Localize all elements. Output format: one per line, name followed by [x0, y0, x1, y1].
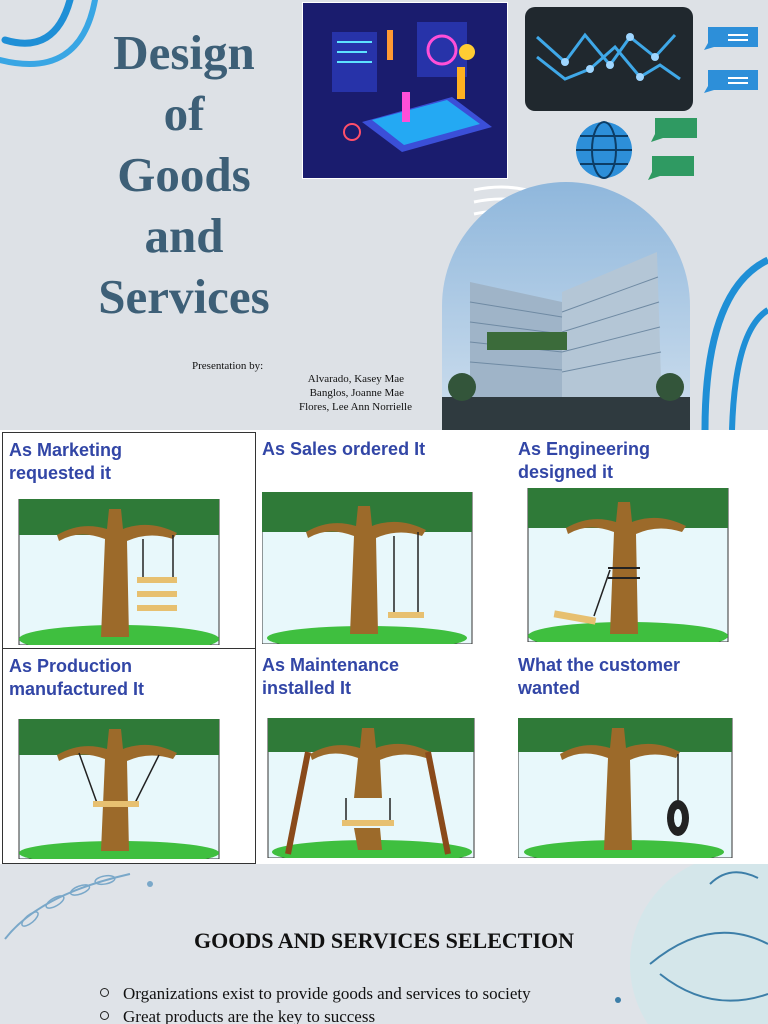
panel-caption-line: manufactured It	[9, 679, 145, 699]
line-chart-graphic	[525, 7, 693, 111]
cartoon-panel: As Maintenance installed It	[256, 648, 508, 862]
technology-illustration	[302, 2, 508, 179]
content-slide: GOODS AND SERVICES SELECTION Organizatio…	[0, 864, 768, 1024]
tree-swing-cartoon: As Marketing requested it As Sales order…	[0, 430, 768, 864]
title-slide: Design of Goods and Services Presentatio…	[0, 0, 768, 430]
bullet-item: Great products are the key to success	[100, 1007, 375, 1024]
building-photo	[442, 182, 690, 430]
title-line-2: of	[163, 86, 205, 141]
panel-caption-line: designed it	[518, 462, 614, 482]
panel-caption-line: As Marketing	[9, 440, 123, 460]
title-line-3: Goods	[117, 147, 251, 202]
decorative-arc-right	[701, 256, 768, 430]
swing-illustration	[262, 492, 473, 644]
title-line-4: and	[144, 208, 224, 263]
panel-caption: As Maintenance installed It	[262, 654, 399, 700]
title-line-1: Design	[113, 25, 255, 80]
bullet-text: Great products are the key to success	[123, 1007, 376, 1024]
cartoon-panel: As Production manufactured It	[2, 648, 256, 864]
panel-caption-line: wanted	[518, 678, 581, 698]
globe-icon	[576, 121, 632, 179]
panel-caption: As Sales ordered It	[262, 438, 425, 461]
panel-caption-line: As Engineering	[518, 439, 651, 459]
panel-caption-line: As Sales ordered It	[262, 439, 426, 459]
panel-caption-line: requested it	[9, 463, 112, 483]
panel-caption-line: What the customer	[518, 655, 681, 675]
bullet-text: Organizations exist to provide goods and…	[123, 984, 531, 1003]
title-line-5: Services	[98, 269, 270, 324]
decorative-leaf-branch	[4, 873, 153, 940]
chat-bubble-green-icon	[651, 118, 697, 142]
swing-illustration	[527, 488, 729, 642]
cartoon-panel: As Engineering designed it	[512, 432, 764, 648]
content-title: GOODS AND SERVICES SELECTION	[193, 928, 575, 953]
panel-caption-line: installed It	[262, 678, 352, 698]
swing-illustration	[518, 718, 733, 858]
swing-illustration	[18, 719, 220, 859]
panel-caption: As Production manufactured It	[9, 655, 144, 701]
presenter-name: Banglos, Joanne Mae	[309, 387, 404, 399]
cartoon-panel: What the customer wanted	[512, 648, 764, 862]
presenter-name: Alvarado, Kasey Mae	[307, 373, 404, 385]
bullet-marker	[100, 988, 109, 997]
panel-caption-line: As Production	[9, 656, 133, 676]
chat-bubble-green-icon	[648, 156, 694, 180]
cartoon-panel: As Sales ordered It	[256, 432, 508, 648]
swing-illustration	[267, 718, 475, 858]
panel-caption: As Engineering designed it	[518, 438, 650, 484]
panel-caption: As Marketing requested it	[9, 439, 122, 485]
cartoon-panel: As Marketing requested it	[2, 432, 256, 650]
presenter-name: Flores, Lee Ann Norrielle	[298, 401, 412, 413]
presented-by-label: Presentation by:	[192, 360, 264, 372]
swing-illustration	[18, 499, 220, 645]
chat-bubble-icon	[704, 27, 758, 50]
panel-caption: What the customer wanted	[518, 654, 680, 700]
panel-caption-line: As Maintenance	[262, 655, 400, 675]
decorative-flower	[615, 864, 768, 1024]
chat-bubble-icon	[704, 70, 758, 93]
bullet-marker	[100, 1011, 109, 1020]
bullet-item: Organizations exist to provide goods and…	[100, 984, 531, 1004]
decorative-arc-topleft	[0, 0, 98, 67]
